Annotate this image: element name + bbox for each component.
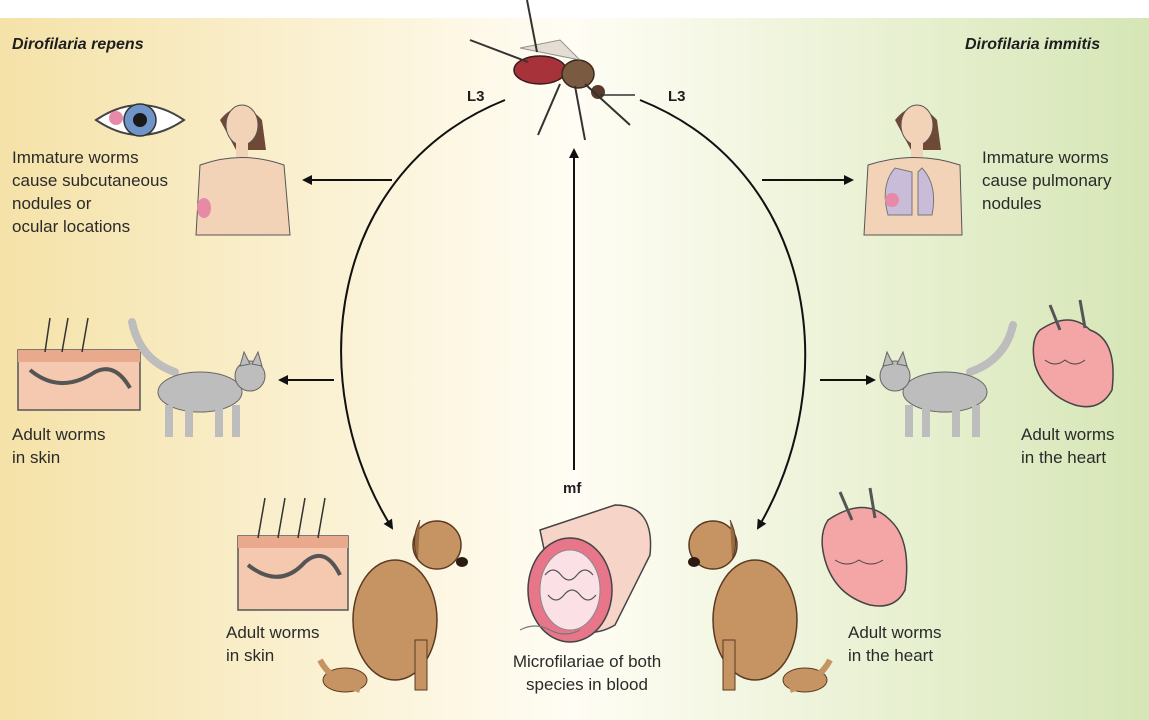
left-cat-illustration	[128, 318, 266, 437]
heart-illustration-lower	[821, 487, 908, 607]
caption-left-dog: Adult worms in skin	[226, 623, 320, 665]
caption-right-human: Immature worms cause pulmonary nodules	[982, 148, 1112, 213]
heart-illustration-upper	[1032, 299, 1114, 408]
caption-right-dog: Adult worms in the heart	[848, 623, 942, 665]
top-strip	[0, 0, 1149, 18]
l3-label-right: L3	[668, 88, 686, 105]
right-cycle-arrow	[639, 99, 807, 530]
caption-left-human: Immature worms cause subcutaneous nodule…	[12, 148, 168, 236]
left-skin-section-lower	[237, 497, 349, 611]
species-title-right: Dirofilaria immitis	[965, 36, 1101, 53]
caption-center-blood: Microfilariae of both species in blood	[512, 652, 662, 694]
caption-left-cat: Adult worms in skin	[12, 425, 106, 467]
caption-right-cat: Adult worms in the heart	[1021, 425, 1115, 467]
left-human-illustration	[195, 104, 291, 236]
right-dog-illustration	[688, 519, 833, 693]
blood-vessel-illustration	[519, 504, 652, 643]
l3-label-left: L3	[467, 88, 485, 105]
mosquito-illustration	[469, 0, 635, 141]
left-skin-section-upper	[17, 317, 141, 411]
species-title-left: Dirofilaria repens	[12, 36, 144, 53]
mf-label: mf	[563, 480, 582, 497]
left-cycle-arrow	[340, 99, 506, 530]
right-human-illustration	[863, 104, 963, 236]
left-dog-illustration	[317, 519, 468, 693]
eye-illustration	[94, 103, 186, 137]
right-cat-illustration	[879, 321, 1017, 437]
